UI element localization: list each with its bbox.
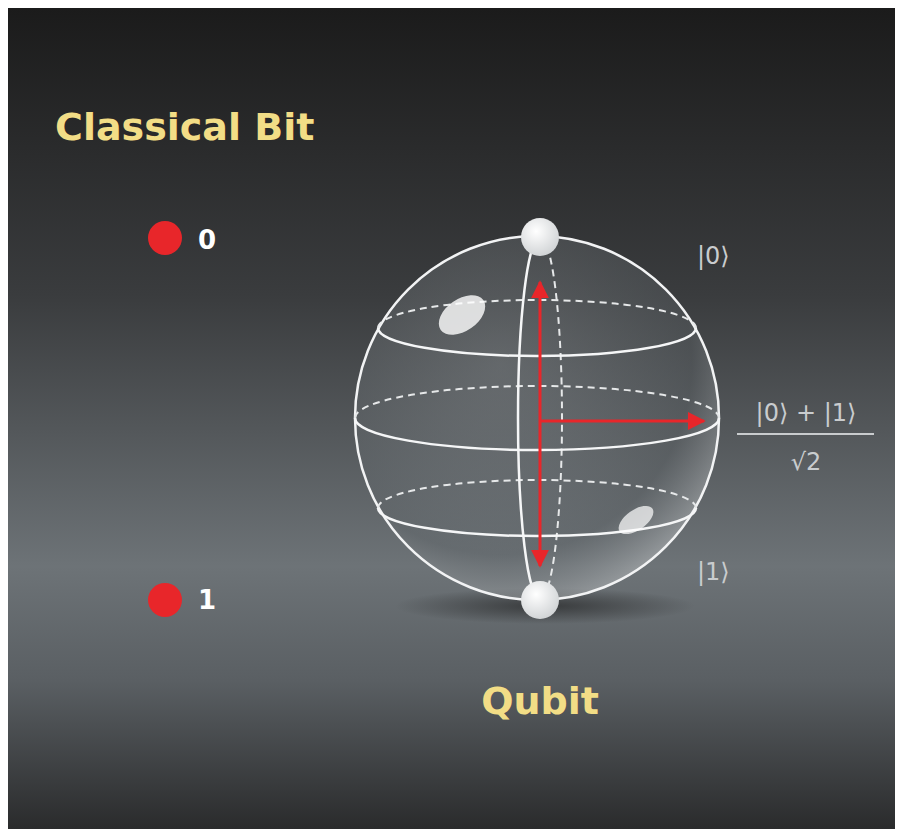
section-heading: Qubit: [481, 681, 599, 723]
pole-dot: [521, 581, 559, 619]
bit-value: 0: [198, 226, 216, 255]
bit-value: 1: [198, 586, 216, 615]
state-arrow: [540, 420, 704, 423]
bit-dot: [148, 221, 182, 255]
state-label: √2: [791, 449, 822, 475]
state-label: |1⟩: [697, 559, 730, 585]
state-arrow: [539, 282, 542, 566]
section-heading: Classical Bit: [55, 107, 314, 149]
bloch-sphere: [355, 236, 719, 600]
fraction-bar: [737, 433, 874, 435]
state-label: |0⟩ + |1⟩: [756, 400, 857, 426]
bit-dot: [148, 583, 182, 617]
state-label: |0⟩: [697, 243, 730, 269]
pole-dot: [521, 218, 559, 256]
